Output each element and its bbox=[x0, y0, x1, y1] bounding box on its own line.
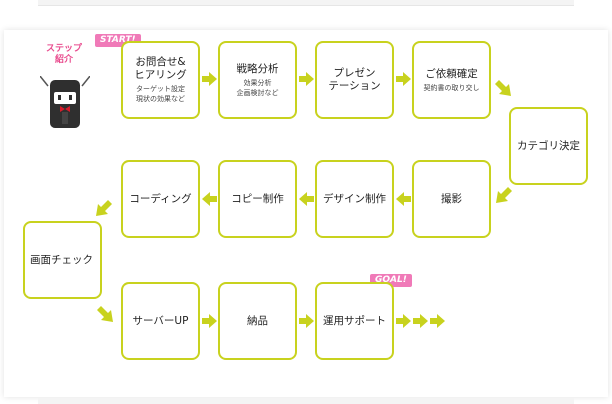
mascot-icon bbox=[40, 76, 90, 128]
step-strategy-title: 戦略分析 bbox=[236, 62, 279, 75]
step-photo: 撮影 bbox=[412, 160, 491, 238]
step-copywriting: コピー制作 bbox=[218, 160, 297, 238]
step-coding-title: コーディング bbox=[129, 192, 192, 205]
step-category-title: カテゴリ決定 bbox=[517, 139, 580, 152]
arrow-left-icon bbox=[202, 192, 217, 206]
step-delivery-title: 納品 bbox=[247, 314, 268, 327]
step-category: カテゴリ決定 bbox=[509, 107, 588, 185]
step-design: デザイン制作 bbox=[315, 160, 394, 238]
arrow-right-icon bbox=[396, 72, 411, 86]
arrow-right-icon bbox=[202, 72, 217, 86]
step-strategy: 戦略分析 効果分析 企画検討など bbox=[218, 41, 297, 119]
step-photo-title: 撮影 bbox=[441, 192, 462, 205]
arrow-down-right-icon bbox=[495, 80, 511, 96]
step-copywriting-title: コピー制作 bbox=[231, 192, 284, 205]
step-design-title: デザイン制作 bbox=[323, 192, 386, 205]
step-server-up: サーバーUP bbox=[121, 282, 200, 360]
panel-bottom-edge bbox=[38, 398, 574, 404]
step-order-confirm-sub: 契約書の取り交し bbox=[423, 83, 480, 92]
panel-top-edge bbox=[38, 0, 574, 6]
step-presentation: プレゼン テーション bbox=[315, 41, 394, 119]
step-strategy-sub: 効果分析 企画検討など bbox=[236, 78, 279, 97]
step-delivery: 納品 bbox=[218, 282, 297, 360]
step-inquiry: お問合せ& ヒアリング ターゲット設定 現状の効果など bbox=[121, 41, 200, 119]
step-order-confirm: ご依頼確定 契約書の取り交し bbox=[412, 41, 491, 119]
arrow-down-right-icon bbox=[97, 306, 113, 322]
arrow-down-left-icon bbox=[496, 187, 512, 203]
step-screen-check-title: 画面チェック bbox=[30, 253, 93, 266]
step-operation-support-title: 運用サポート bbox=[323, 314, 386, 327]
arrow-right-icon bbox=[202, 314, 217, 328]
step-screen-check: 画面チェック bbox=[23, 221, 102, 299]
arrow-right-icon bbox=[299, 72, 314, 86]
intro-label: ステップ 紹介 bbox=[45, 44, 82, 65]
step-order-confirm-title: ご依頼確定 bbox=[425, 67, 478, 80]
step-inquiry-title: お問合せ& ヒアリング bbox=[134, 56, 187, 81]
step-operation-support: 運用サポート bbox=[315, 282, 394, 360]
step-presentation-title: プレゼン テーション bbox=[328, 67, 381, 92]
step-coding: コーディング bbox=[121, 160, 200, 238]
arrow-left-icon bbox=[299, 192, 314, 206]
arrow-left-icon bbox=[396, 192, 411, 206]
arrow-right-icon bbox=[299, 314, 314, 328]
arrow-down-left-icon bbox=[96, 200, 112, 216]
step-server-up-title: サーバーUP bbox=[132, 314, 189, 327]
arrow-right-triple-icon bbox=[396, 314, 445, 328]
step-inquiry-sub: ターゲット設定 現状の効果など bbox=[136, 85, 185, 103]
